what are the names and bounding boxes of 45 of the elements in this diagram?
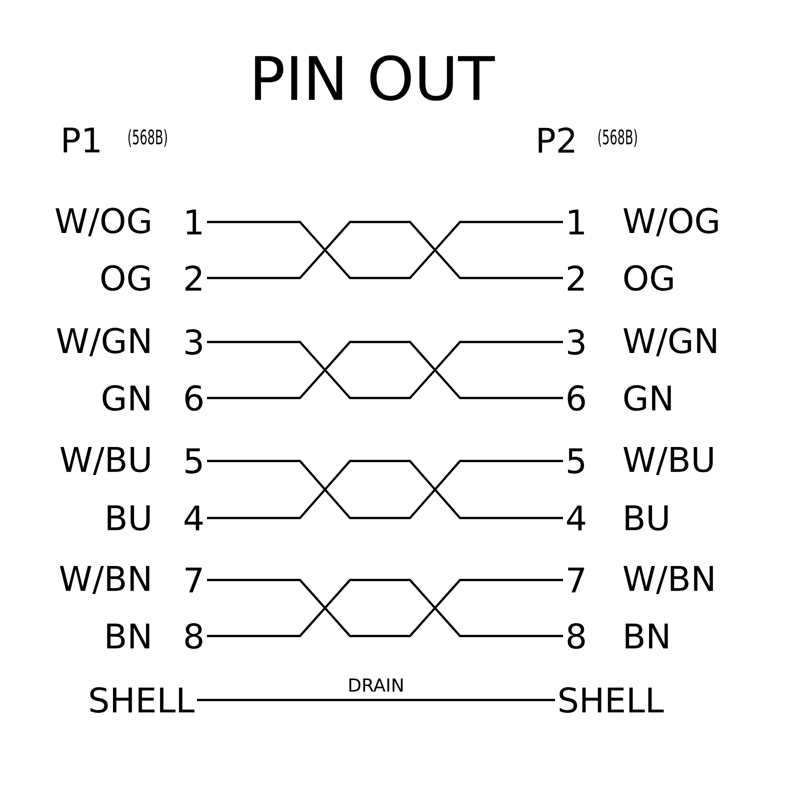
wire-code: W/BU — [624, 447, 713, 475]
twisted-pair — [206, 340, 564, 400]
pin-number: 5 — [186, 448, 202, 474]
twisted-pair — [206, 578, 564, 638]
connector-label: P2 — [538, 127, 574, 153]
wire-code: GN — [102, 385, 150, 411]
wire-code: BN — [626, 624, 668, 648]
wire-code: BN — [107, 624, 150, 648]
connector-label: P1 — [64, 128, 100, 152]
wire-code: W/GN — [624, 328, 716, 356]
pin-number: 8 — [185, 623, 202, 649]
pin-number: 4 — [184, 506, 203, 530]
shell-label: SHELL — [560, 687, 664, 713]
wire — [197, 698, 555, 702]
wire-code: BU — [626, 505, 668, 531]
edge-label: DRAIN — [346, 676, 406, 694]
twisted-pair — [206, 460, 564, 520]
wire-code: W/OG — [56, 208, 150, 236]
pin-number: 4 — [567, 506, 586, 530]
twisted-pair — [206, 220, 564, 280]
wire-code: OG — [101, 265, 150, 291]
pin-number: 7 — [568, 568, 584, 592]
pin-number: 8 — [568, 623, 585, 649]
wire-code: W/BN — [624, 566, 713, 594]
pin-number: 1 — [186, 210, 202, 234]
wire-code: OG — [624, 265, 673, 291]
wire-code: BU — [108, 505, 150, 531]
pin-number: 6 — [568, 385, 585, 411]
pin-number: 7 — [186, 568, 202, 592]
wire-code: GN — [624, 385, 671, 411]
pin-number: 3 — [186, 329, 202, 355]
pin-number: 2 — [185, 265, 202, 291]
wire-code: W/OG — [624, 208, 718, 236]
pin-number: 2 — [568, 265, 584, 291]
standard-label: (568B) — [128, 129, 167, 147]
pin-number: 3 — [568, 329, 584, 355]
pin-number: 5 — [568, 448, 584, 474]
standard-label: (568B) — [598, 129, 637, 147]
pin-number: 6 — [185, 385, 202, 411]
wire-code: W/GN — [56, 328, 150, 356]
shell-label: SHELL — [90, 687, 194, 713]
wire-code: W/BU — [60, 447, 150, 475]
pin-number: 1 — [569, 210, 584, 234]
wire-code: W/BN — [60, 566, 150, 594]
title: PIN OUT — [255, 55, 495, 101]
